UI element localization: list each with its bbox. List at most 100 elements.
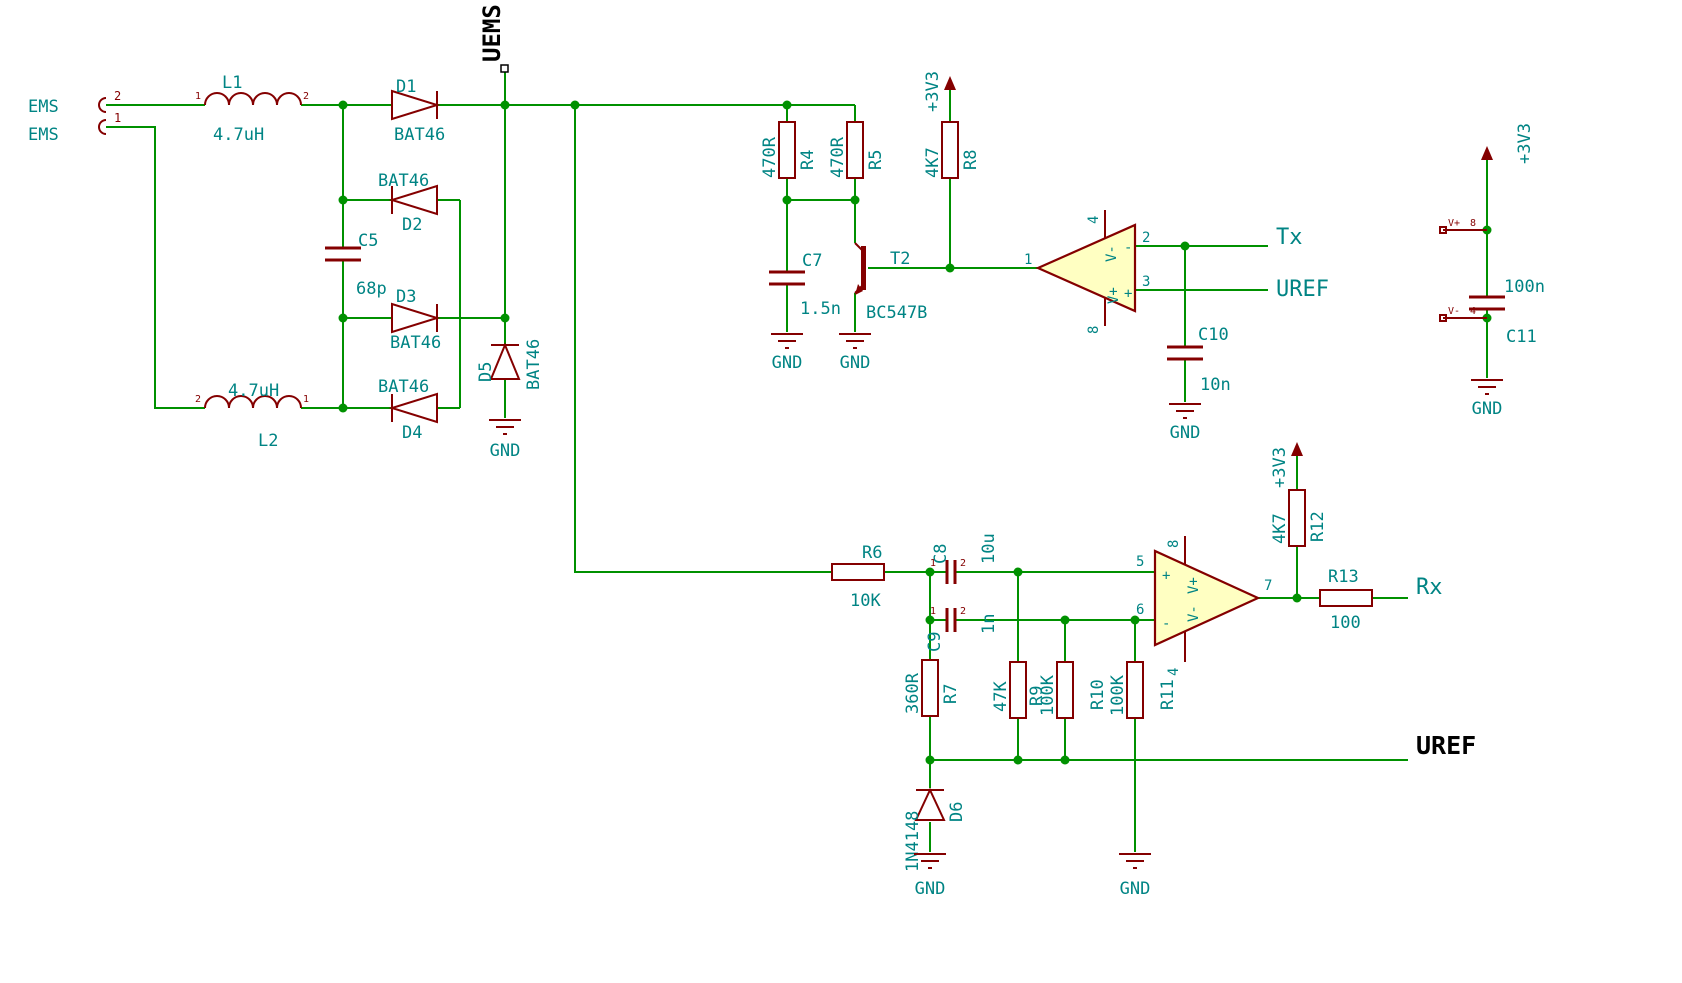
d5-ref-label: D5 <box>476 362 496 382</box>
inductor-l1[interactable]: L1 4.7uH 1 2 <box>195 73 309 145</box>
power-unit-vplus-pin: 8 <box>1470 218 1476 229</box>
l2-pin-right: 1 <box>303 394 309 405</box>
connector-j1[interactable]: EMS EMS 2 1 <box>28 89 121 145</box>
transistor-t2[interactable]: T2 BC547B <box>854 242 927 323</box>
resistor-r5[interactable]: 470R R5 <box>828 121 886 179</box>
u1b-pin5: 5 <box>1136 554 1144 570</box>
v3v3-label-c11: +3V3 <box>1515 123 1535 164</box>
diode-d5[interactable]: D5 BAT46 <box>476 339 544 390</box>
r7-value-label: 360R <box>903 672 923 714</box>
c9-pin1: 1 <box>930 606 936 617</box>
diode-d1[interactable]: D1 BAT46 <box>391 77 445 145</box>
opamp-u1a[interactable]: 1 2 3 4 8 - + V- V+ <box>1024 210 1150 334</box>
net-label-uref-main[interactable]: UREF <box>1416 731 1476 760</box>
junction-dots <box>338 100 1492 765</box>
c11-value-label: 100n <box>1504 277 1545 297</box>
gnd-symbol-t2: GND <box>839 333 871 373</box>
d2-ref-label: D2 <box>402 215 422 235</box>
l1-pin-left: 1 <box>195 91 201 102</box>
resistor-r4[interactable]: 470R R4 <box>760 121 818 179</box>
c10-ref-label: C10 <box>1198 325 1229 345</box>
r9-value-label: 47K <box>991 681 1011 712</box>
c5-value-label: 68p <box>356 279 387 299</box>
connector-name-top: EMS <box>28 97 59 117</box>
v3v3-label-r8: +3V3 <box>923 71 943 112</box>
capacitor-c8[interactable]: C8 10u 1 2 <box>930 533 999 584</box>
d3-ref-label: D3 <box>396 287 416 307</box>
resistor-r12[interactable]: 4K7 R12 <box>1270 489 1328 547</box>
gnd-label: GND <box>490 441 521 461</box>
diode-d4[interactable]: BAT46 D4 <box>378 377 438 443</box>
gnd-label: GND <box>1120 879 1151 899</box>
gnd-symbol-d6: GND <box>914 853 946 899</box>
c8-pin1: 1 <box>930 558 936 569</box>
net-label-uref[interactable]: UREF <box>1276 277 1329 302</box>
resistor-r11[interactable]: 100K R11 <box>1108 661 1178 719</box>
connector-name-bottom: EMS <box>28 125 59 145</box>
power-flag-3v3-r8[interactable]: +3V3 <box>923 71 956 112</box>
diode-d2[interactable]: BAT46 D2 <box>378 171 438 235</box>
opamp-u1b[interactable]: 5 6 7 8 4 + - V+ V- <box>1136 536 1272 676</box>
l1-value-label: 4.7uH <box>213 125 264 145</box>
resistor-r6[interactable]: R6 10K <box>831 543 885 611</box>
diode-d3[interactable]: D3 BAT46 <box>390 287 441 353</box>
u1a-pin3: 3 <box>1142 274 1150 290</box>
r13-value-label: 100 <box>1330 613 1361 633</box>
resistor-r10[interactable]: 100K R10 <box>1038 661 1108 719</box>
power-unit-vplus-name: V+ <box>1448 218 1460 229</box>
r4-value-label: 470R <box>760 136 780 178</box>
r11-value-label: 100K <box>1108 674 1128 716</box>
capacitor-c5[interactable]: C5 68p <box>325 231 387 299</box>
net-label-tx[interactable]: Tx <box>1276 225 1303 250</box>
u1b-vplus-label: V+ <box>1186 577 1202 594</box>
r7-ref-label: R7 <box>941 684 961 704</box>
u1b-pin7: 7 <box>1264 578 1272 594</box>
u1a-pin4: 4 <box>1086 216 1102 224</box>
net-label-rx[interactable]: Rx <box>1416 575 1443 600</box>
diode-d6[interactable]: D6 1N4148 <box>903 787 967 872</box>
u1b-vminus-label: V- <box>1186 605 1202 622</box>
r5-ref-label: R5 <box>866 150 886 170</box>
r10-value-label: 100K <box>1038 674 1058 716</box>
resistor-r13[interactable]: R13 100 <box>1319 567 1373 633</box>
connector-pin-2: 2 <box>114 89 121 103</box>
r10-ref-label: R10 <box>1088 679 1108 710</box>
l2-pin-left: 2 <box>195 394 201 405</box>
inductor-l2[interactable]: 4.7uH L2 2 1 <box>195 381 309 451</box>
capacitor-c7[interactable]: C7 1.5n <box>769 251 841 319</box>
power-unit-vminus-pin: 4 <box>1470 306 1476 317</box>
u1b-pin8: 8 <box>1166 540 1182 548</box>
r4-ref-label: R4 <box>798 150 818 170</box>
power-flag-3v3-c11[interactable]: +3V3 <box>1481 123 1535 164</box>
u1b-minus-mark: - <box>1162 616 1170 632</box>
gnd-label: GND <box>915 879 946 899</box>
u1b-plus-mark: + <box>1162 568 1170 584</box>
resistor-r9[interactable]: 47K R9 <box>991 661 1047 719</box>
capacitor-c11[interactable]: 100n C11 <box>1469 277 1545 347</box>
gnd-label: GND <box>1472 399 1503 419</box>
u1a-plus-mark: + <box>1124 286 1132 302</box>
resistor-r8[interactable]: 4K7 R8 <box>923 121 981 179</box>
r8-ref-label: R8 <box>961 150 981 170</box>
net-label-uems[interactable]: UEMS <box>478 4 509 73</box>
r6-value-label: 10K <box>850 591 881 611</box>
c11-ref-label: C11 <box>1506 327 1537 347</box>
r8-value-label: 4K7 <box>923 147 943 178</box>
r6-ref-label: R6 <box>862 543 882 563</box>
power-flag-3v3-r12[interactable]: +3V3 <box>1270 442 1303 488</box>
r12-ref-label: R12 <box>1308 511 1328 542</box>
r13-ref-label: R13 <box>1328 567 1359 587</box>
u1a-vminus-label: V- <box>1104 245 1120 262</box>
gnd-symbol-c7: GND <box>771 333 803 373</box>
u1a-pin8: 8 <box>1086 326 1102 334</box>
resistor-r7[interactable]: 360R R7 <box>903 659 961 717</box>
capacitor-c10[interactable]: C10 10n <box>1167 325 1231 395</box>
u1a-minus-mark: - <box>1124 240 1132 256</box>
c7-value-label: 1.5n <box>800 299 841 319</box>
wires[interactable] <box>106 72 1488 852</box>
capacitor-c9[interactable]: C9 1n 1 2 <box>925 606 999 652</box>
gnd-label: GND <box>840 353 871 373</box>
opamp-power-unit[interactable]: V+ 8 V- 4 <box>1439 218 1487 322</box>
